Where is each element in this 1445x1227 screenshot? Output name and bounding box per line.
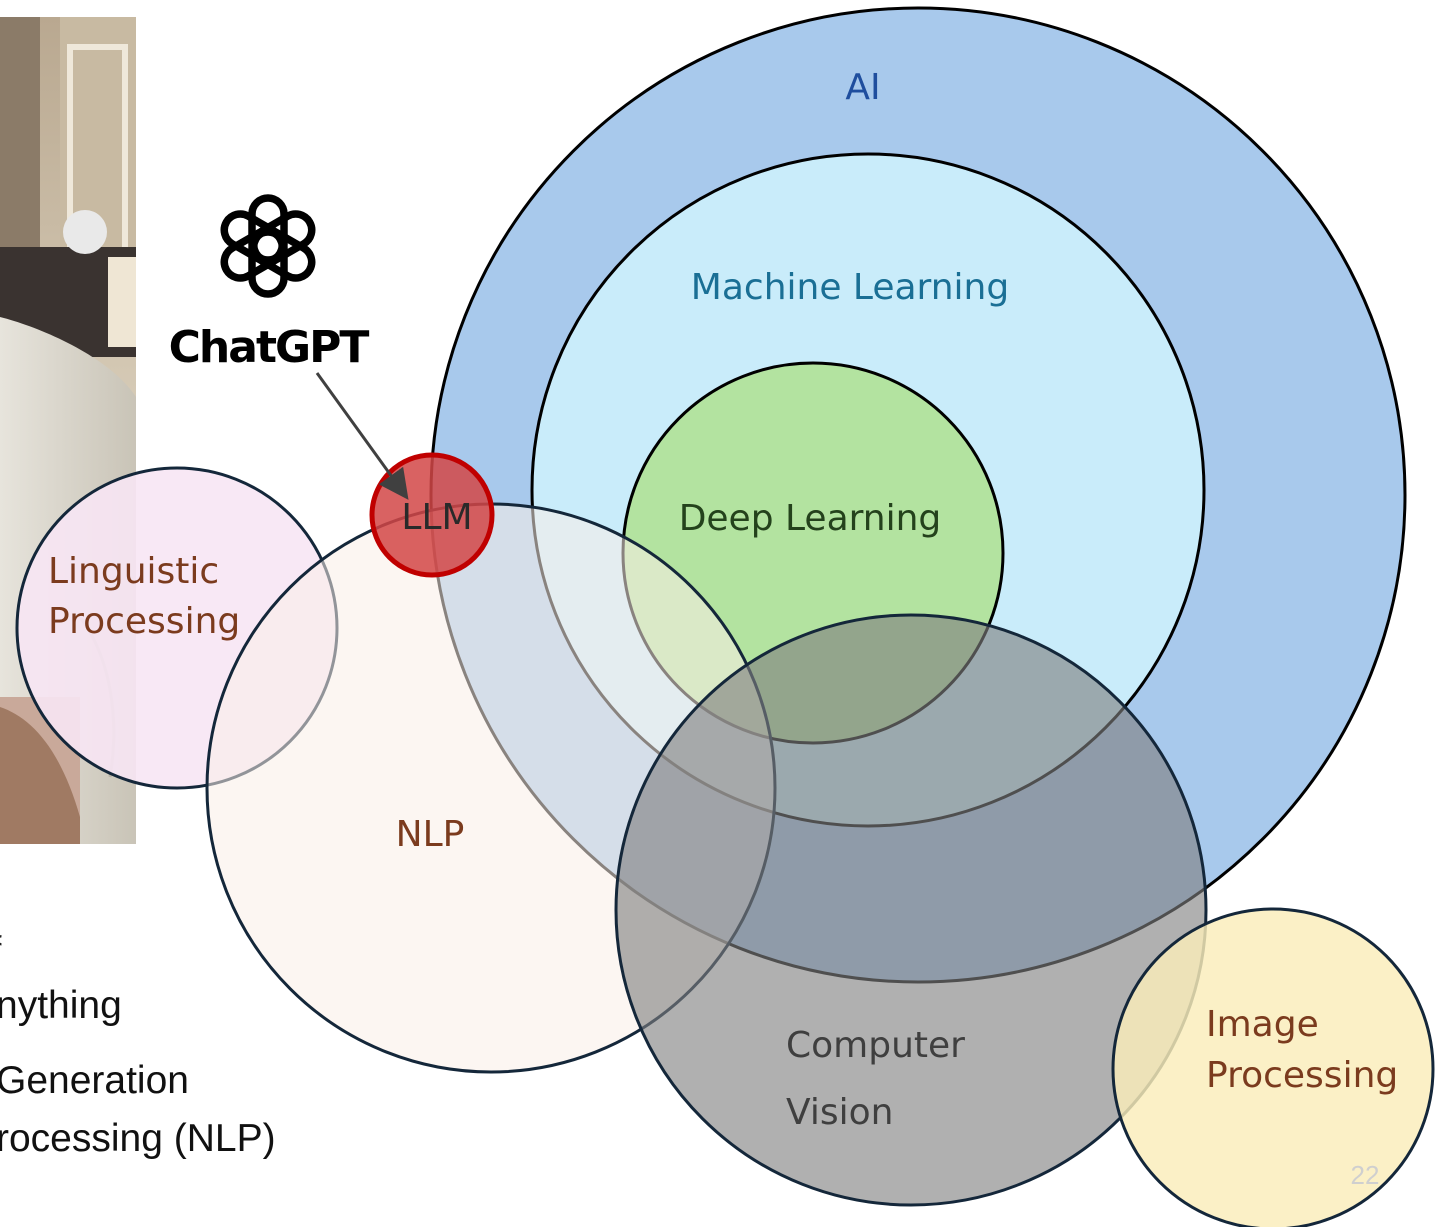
nlp-label: NLP xyxy=(396,814,465,855)
bullet-line-2: Generation xyxy=(0,1059,189,1102)
computer-vision-circle xyxy=(614,613,1208,1207)
image-processing-circle xyxy=(1111,907,1435,1227)
llm-label: LLM xyxy=(401,497,472,538)
image-processing-label-line2: Processing xyxy=(1206,1055,1398,1096)
chatgpt-logo-text: ChatGPT xyxy=(169,322,370,373)
deep-learning-label: Deep Learning xyxy=(679,498,942,539)
chatgpt-to-llm-arrow xyxy=(315,372,409,500)
image-processing-label-line1: Image xyxy=(1206,1004,1319,1045)
linguistic-processing-label-line1: Linguistic xyxy=(48,551,219,592)
bullet-fragment-top: ʿ xyxy=(0,930,6,975)
computer-vision-label-line2: Vision xyxy=(786,1092,893,1133)
openai-knot-icon xyxy=(220,194,316,298)
ai-label: AI xyxy=(845,67,880,108)
computer-vision-label-line1: Computer xyxy=(786,1025,965,1066)
machine-learning-label: Machine Learning xyxy=(691,267,1009,308)
bullet-line-1: nything xyxy=(0,984,122,1027)
slide-number: 22 xyxy=(1351,1160,1380,1190)
linguistic-processing-label-line2: Processing xyxy=(48,601,240,642)
bullet-line-3: rocessing (NLP) xyxy=(0,1117,276,1160)
